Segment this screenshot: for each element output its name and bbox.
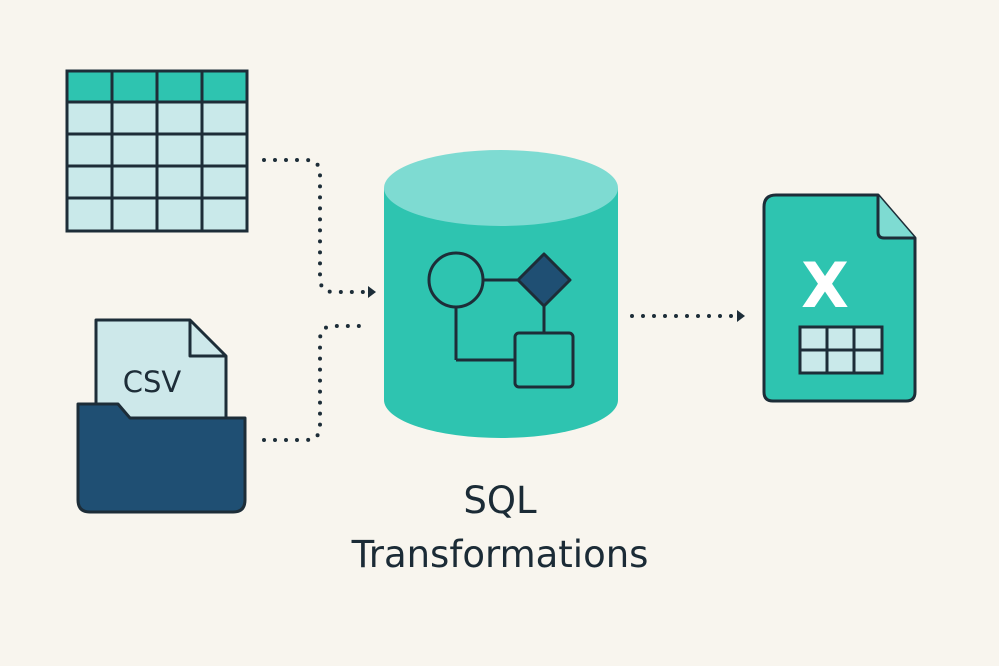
- database-cylinder-icon: [384, 150, 618, 438]
- excel-grid-icon: [798, 325, 884, 375]
- dotted-arrow-from-csv: [262, 324, 370, 442]
- process-title: SQL Transformations: [300, 474, 700, 582]
- excel-x-letter: X: [801, 249, 849, 322]
- table-grid-icon: [65, 69, 249, 233]
- excel-file-icon: X: [762, 193, 917, 403]
- process-title-line1: SQL: [463, 479, 537, 522]
- csv-folder-icon: CSV: [76, 318, 247, 514]
- arrowhead-from-table: [368, 286, 376, 298]
- dotted-arrow-from-table: [262, 158, 370, 294]
- csv-label: CSV: [123, 365, 182, 399]
- process-title-line2: Transformations: [351, 533, 649, 576]
- flowchart-icon: [427, 251, 575, 389]
- arrowhead-to-excel: [737, 310, 745, 322]
